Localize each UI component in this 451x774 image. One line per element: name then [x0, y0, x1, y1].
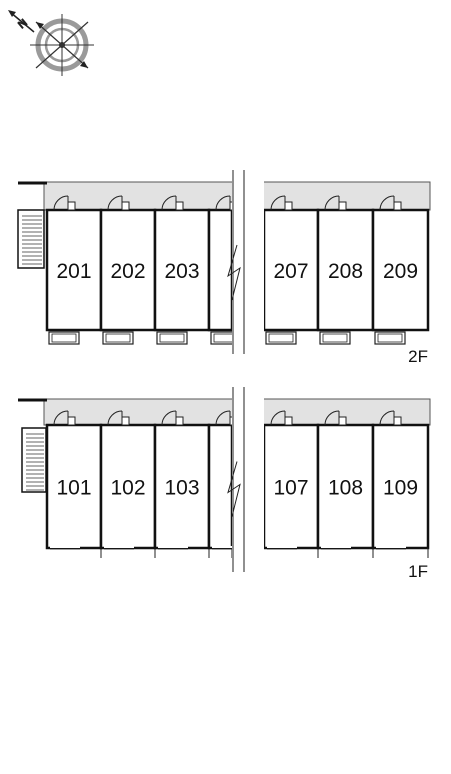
unit-label: 207 [273, 260, 308, 283]
door-swing [161, 195, 177, 211]
meter-box [175, 416, 184, 426]
door-swing [53, 410, 69, 426]
room-partial [207, 208, 234, 332]
room [153, 208, 211, 332]
door-swing [215, 410, 231, 426]
door-swing [379, 410, 395, 426]
floor-1f: 101 102 103 107 108 109 1F [18, 387, 431, 581]
balcony-inner [159, 333, 185, 343]
meter-box [284, 201, 293, 211]
unit-label: 209 [383, 260, 418, 283]
balcony-inner [377, 333, 403, 343]
unit-label: 102 [110, 477, 145, 500]
meter-box [121, 416, 130, 426]
unit-label: 202 [110, 260, 145, 283]
room [316, 208, 375, 332]
compass-rose-icon: N [8, 10, 94, 76]
unit-label: 108 [328, 477, 363, 500]
unit-label: 201 [56, 260, 91, 283]
room [99, 208, 157, 332]
unit-label: 107 [273, 477, 308, 500]
meter-box [393, 201, 402, 211]
door-swing [107, 410, 123, 426]
door-swing [215, 195, 231, 211]
unit-label: 203 [164, 260, 199, 283]
balcony-inner [322, 333, 348, 343]
break-gap [232, 387, 264, 572]
door-swing [161, 410, 177, 426]
door-swing [270, 195, 286, 211]
unit-label: 101 [56, 477, 91, 500]
floor-label: 1F [408, 562, 428, 581]
meter-box [393, 416, 402, 426]
break-zigzag [227, 244, 241, 301]
door-swing [324, 195, 340, 211]
door-swing [270, 410, 286, 426]
floor-label: 2F [408, 347, 428, 366]
unit-label: 208 [328, 260, 363, 283]
unit-label: 103 [164, 477, 199, 500]
room [45, 208, 103, 332]
room [371, 208, 430, 332]
door-swing [107, 195, 123, 211]
door-swing [53, 195, 69, 211]
floor-2f: 201 202 203 207 208 209 2F [17, 170, 431, 366]
room [371, 423, 430, 550]
meter-box [67, 201, 76, 211]
meter-box [338, 416, 347, 426]
meter-box [338, 201, 347, 211]
meter-box [121, 201, 130, 211]
room-partial [207, 423, 234, 550]
balcony-inner [268, 333, 294, 343]
meter-box [175, 201, 184, 211]
room [316, 423, 375, 550]
break-zigzag [227, 461, 241, 517]
balcony-inner [105, 333, 131, 343]
staircase [17, 209, 45, 269]
meter-box [67, 416, 76, 426]
door-swing [379, 195, 395, 211]
break-gap [232, 170, 264, 354]
balcony-inner [51, 333, 77, 343]
meter-box [284, 416, 293, 426]
unit-label: 109 [383, 477, 418, 500]
door-swing [324, 410, 340, 426]
